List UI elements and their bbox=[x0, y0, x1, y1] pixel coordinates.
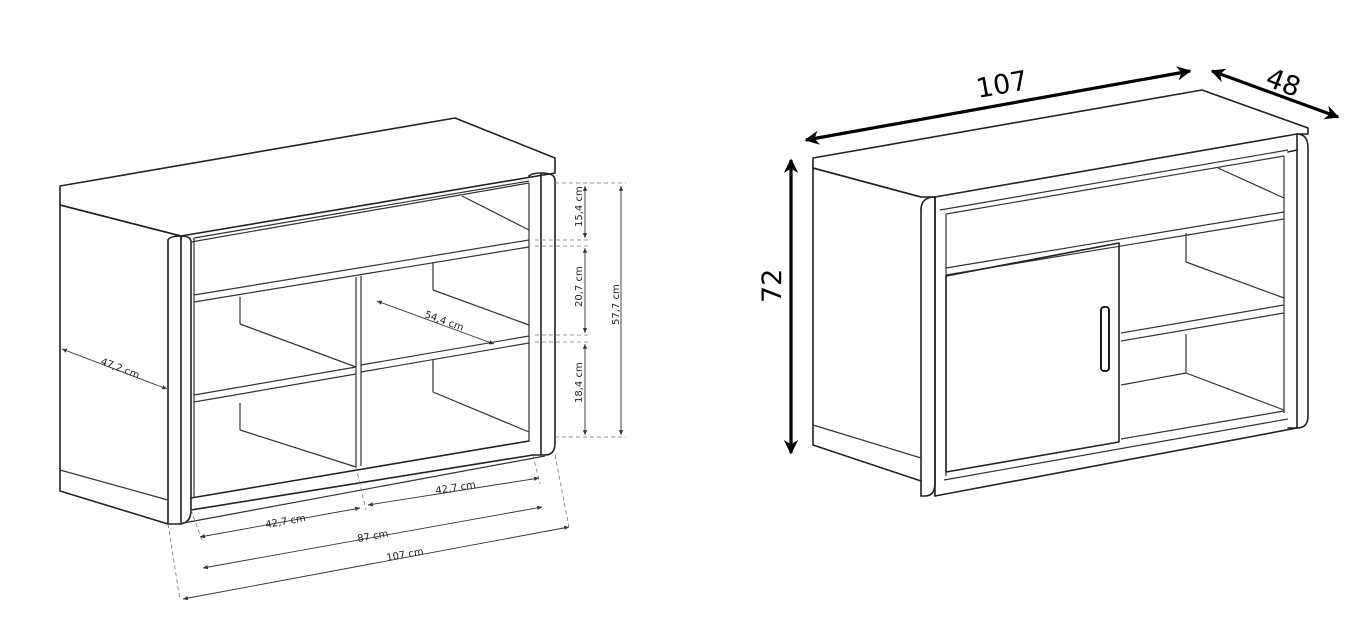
label-height: 72 bbox=[757, 269, 788, 303]
label-top-height: 15,4 cm bbox=[574, 186, 585, 227]
label-inner-width: 87 cm bbox=[357, 529, 390, 545]
door-handle-icon bbox=[1100, 306, 1110, 372]
label-bottom-height: 18,4 cm bbox=[574, 362, 585, 403]
label-inner-height: 57,7 cm bbox=[611, 284, 622, 325]
label-depth-right: 48 bbox=[1261, 63, 1304, 104]
label-mid-height: 20,7 cm bbox=[574, 266, 585, 307]
right-cabinet bbox=[812, 89, 1309, 497]
label-depth: 47,2 cm bbox=[99, 357, 141, 382]
label-compartment-left: 42,7 cm bbox=[265, 513, 307, 531]
label-width: 107 bbox=[974, 65, 1030, 104]
label-total-width: 107 cm bbox=[386, 547, 425, 564]
label-compartment-right: 42,7 cm bbox=[435, 480, 477, 497]
left-cabinet bbox=[59, 117, 556, 525]
label-shelf-depth: 54,4 cm bbox=[423, 309, 465, 333]
